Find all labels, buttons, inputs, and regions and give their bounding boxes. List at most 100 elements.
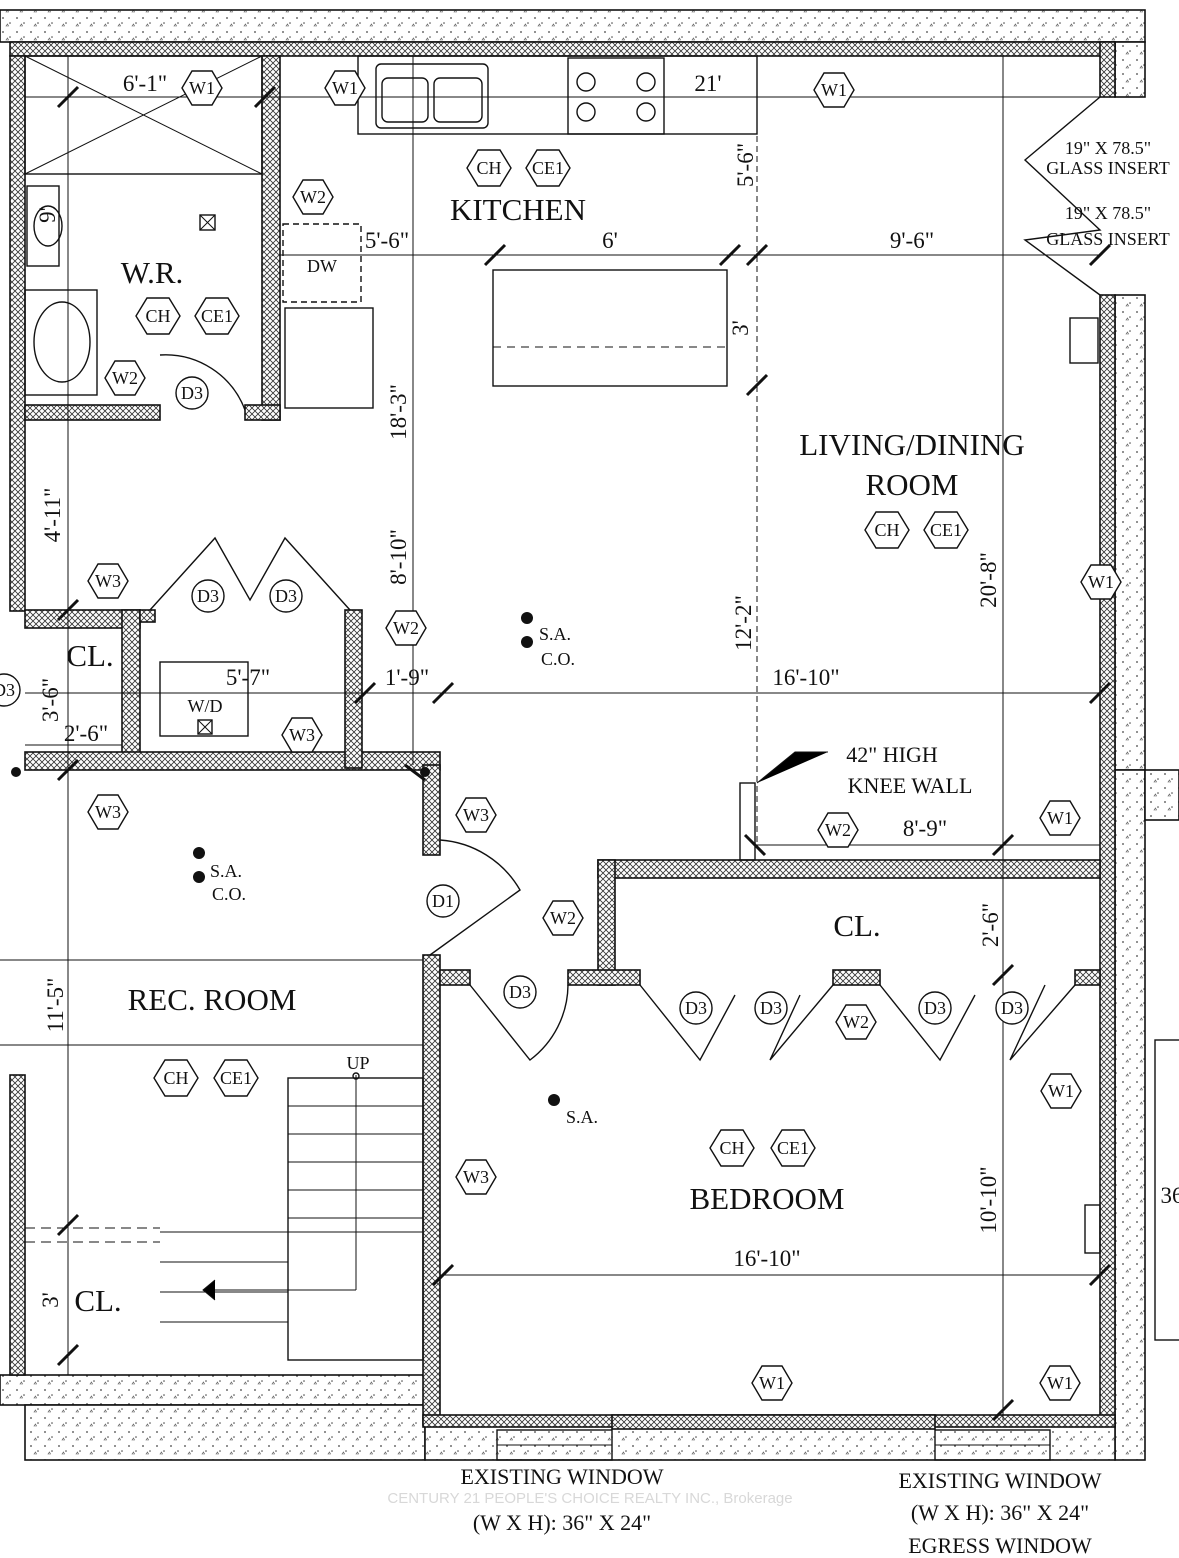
window-note-right-3: EGRESS WINDOW <box>908 1533 1092 1558</box>
existing-window-right <box>934 1429 1051 1461</box>
tag-label: W1 <box>1047 808 1073 828</box>
tag-label: W1 <box>759 1373 785 1393</box>
tag-w1: W1 <box>751 1365 793 1401</box>
tag-ch: CH <box>864 511 910 549</box>
tag-w3: W3 <box>455 1159 497 1195</box>
washer-dryer-label: W/D <box>188 696 223 716</box>
tag-label: CE1 <box>930 520 962 540</box>
tag-w1: W1 <box>1039 800 1081 836</box>
fixtures <box>24 55 1179 1461</box>
tag-w1: W1 <box>1080 564 1122 600</box>
dim-label: 1'-9" <box>385 665 429 690</box>
tag-ch: CH <box>135 297 181 335</box>
tag-ce1: CE1 <box>923 511 969 549</box>
tag-ce1: CE1 <box>525 149 571 187</box>
dim-label: 2'-6" <box>64 721 108 746</box>
room-label-kitchen: KITCHEN <box>450 192 586 227</box>
glass-insert-size: 19" X 78.5" <box>1065 138 1151 158</box>
watermark: CENTURY 21 PEOPLE'S CHOICE REALTY INC., … <box>387 1490 792 1507</box>
tag-w2: W2 <box>104 360 146 396</box>
dim-label: 6'-1" <box>123 71 167 96</box>
vanity-icon <box>24 289 98 396</box>
tag-d3: D3 <box>269 579 303 613</box>
room-label-bedroom: BEDROOM <box>689 1181 844 1216</box>
tag-label: W1 <box>332 78 358 98</box>
dimension-lines <box>0 56 1112 1422</box>
walls <box>9 41 1116 1430</box>
tag-label: CE1 <box>777 1138 809 1158</box>
tag-label: CH <box>476 158 501 178</box>
glass-insert-label: GLASS INSERT <box>1046 158 1169 178</box>
tag-label: W2 <box>300 187 326 207</box>
toilet-icon <box>33 205 63 247</box>
room-label-rec-room: REC. ROOM <box>128 982 297 1017</box>
dim-label: 3' <box>728 320 753 336</box>
tag-d3: D3 <box>175 376 209 410</box>
room-label-living-2: ROOM <box>865 467 958 502</box>
tag-w3: W3 <box>455 797 497 833</box>
tag-ch: CH <box>153 1059 199 1097</box>
detector-icons <box>193 612 560 1106</box>
edge-partial-label: 36 <box>1161 1183 1179 1208</box>
dishwasher-label: DW <box>307 256 337 276</box>
tag-label: W2 <box>843 1012 869 1032</box>
tag-label: W3 <box>95 802 121 822</box>
ceiling-tags: CH CE1 CH CE1 CH CE1 CH CE1 CH CE1 <box>135 149 969 1167</box>
tag-label: D3 <box>509 982 531 1002</box>
tag-label: D3 <box>181 383 203 403</box>
tag-w3: W3 <box>281 717 323 753</box>
dim-label: 3' <box>38 1292 63 1308</box>
tag-w1: W1 <box>324 70 366 106</box>
smoke-alarm-label: S.A. <box>539 624 571 644</box>
tag-w1: W1 <box>1040 1073 1082 1109</box>
tag-label: W3 <box>95 571 121 591</box>
tag-label: W2 <box>550 908 576 928</box>
sink-icon <box>375 63 489 129</box>
dishwasher-icon <box>282 223 362 303</box>
dim-label: 16'-10" <box>772 665 839 690</box>
tag-label: W1 <box>1047 1373 1073 1393</box>
tag-d3: D3 <box>191 579 225 613</box>
tag-d1: D1 <box>426 884 460 918</box>
tag-d3: D3 <box>0 673 21 707</box>
tag-label: CH <box>874 520 899 540</box>
tag-w2: W2 <box>292 179 334 215</box>
tag-label: W2 <box>112 368 138 388</box>
dim-label: 9'-6" <box>890 228 934 253</box>
tag-d3: D3 <box>918 991 952 1025</box>
tag-d3: D3 <box>679 991 713 1025</box>
dim-label: 20'-8" <box>976 552 1001 608</box>
fridge-icon <box>284 307 374 409</box>
dim-label: 9' <box>35 207 60 223</box>
tag-ch: CH <box>466 149 512 187</box>
tag-label: D3 <box>1001 998 1023 1018</box>
kitchen-island <box>492 269 728 387</box>
tag-ce1: CE1 <box>194 297 240 335</box>
tag-w1: W1 <box>181 70 223 106</box>
tag-w2: W2 <box>385 610 427 646</box>
tag-w3: W3 <box>87 563 129 599</box>
room-label-closet-stair: CL. <box>74 1283 121 1318</box>
tag-label: W2 <box>825 820 851 840</box>
tag-label: D3 <box>685 998 707 1018</box>
stairs <box>160 1072 424 1361</box>
window-note-left-1: EXISTING WINDOW <box>460 1464 663 1489</box>
smoke-alarm-label: S.A. <box>210 861 242 881</box>
stairs-up-label: UP <box>346 1053 369 1073</box>
dim-label: 2'-6" <box>978 903 1003 947</box>
tag-label: CH <box>163 1068 188 1088</box>
dim-label: 21' <box>694 71 721 96</box>
room-label-closet-bedroom: CL. <box>833 908 880 943</box>
tag-label: CE1 <box>220 1068 252 1088</box>
knee-wall-note-1: 42" HIGH <box>846 742 938 767</box>
tag-d3: D3 <box>503 975 537 1009</box>
tag-label: D3 <box>0 680 15 700</box>
existing-window-left <box>496 1429 613 1461</box>
dim-label: 5'-6" <box>365 228 409 253</box>
knee-wall-note-2: KNEE WALL <box>848 773 973 798</box>
dim-label: 8'-9" <box>903 816 947 841</box>
tag-label: CH <box>145 306 170 326</box>
tag-label: D1 <box>432 891 454 911</box>
dim-label: 16'-10" <box>733 1246 800 1271</box>
